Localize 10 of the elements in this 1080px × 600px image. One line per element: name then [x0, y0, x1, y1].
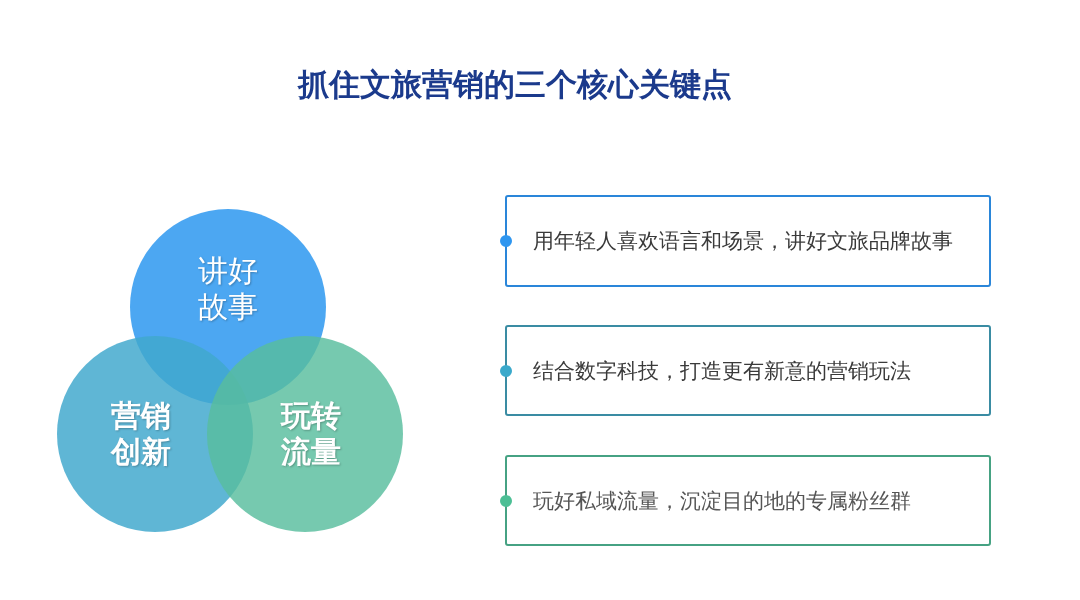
text-card	[505, 325, 991, 416]
text-card	[505, 455, 991, 546]
circle-label: 营销创新	[109, 398, 172, 470]
diagram-title: 抓住文旅营销的三个核心关键点	[296, 65, 733, 104]
circle-label: 玩转流量	[279, 398, 342, 470]
card-text: 结合数字科技，打造更有新意的营销玩法	[533, 358, 911, 385]
text-card	[505, 195, 991, 287]
card-text: 玩好私域流量，沉淀目的地的专属粉丝群	[533, 488, 911, 515]
circle-label: 讲好故事	[197, 253, 259, 325]
card-text: 用年轻人喜欢语言和场景，讲好文旅品牌故事	[533, 228, 953, 255]
